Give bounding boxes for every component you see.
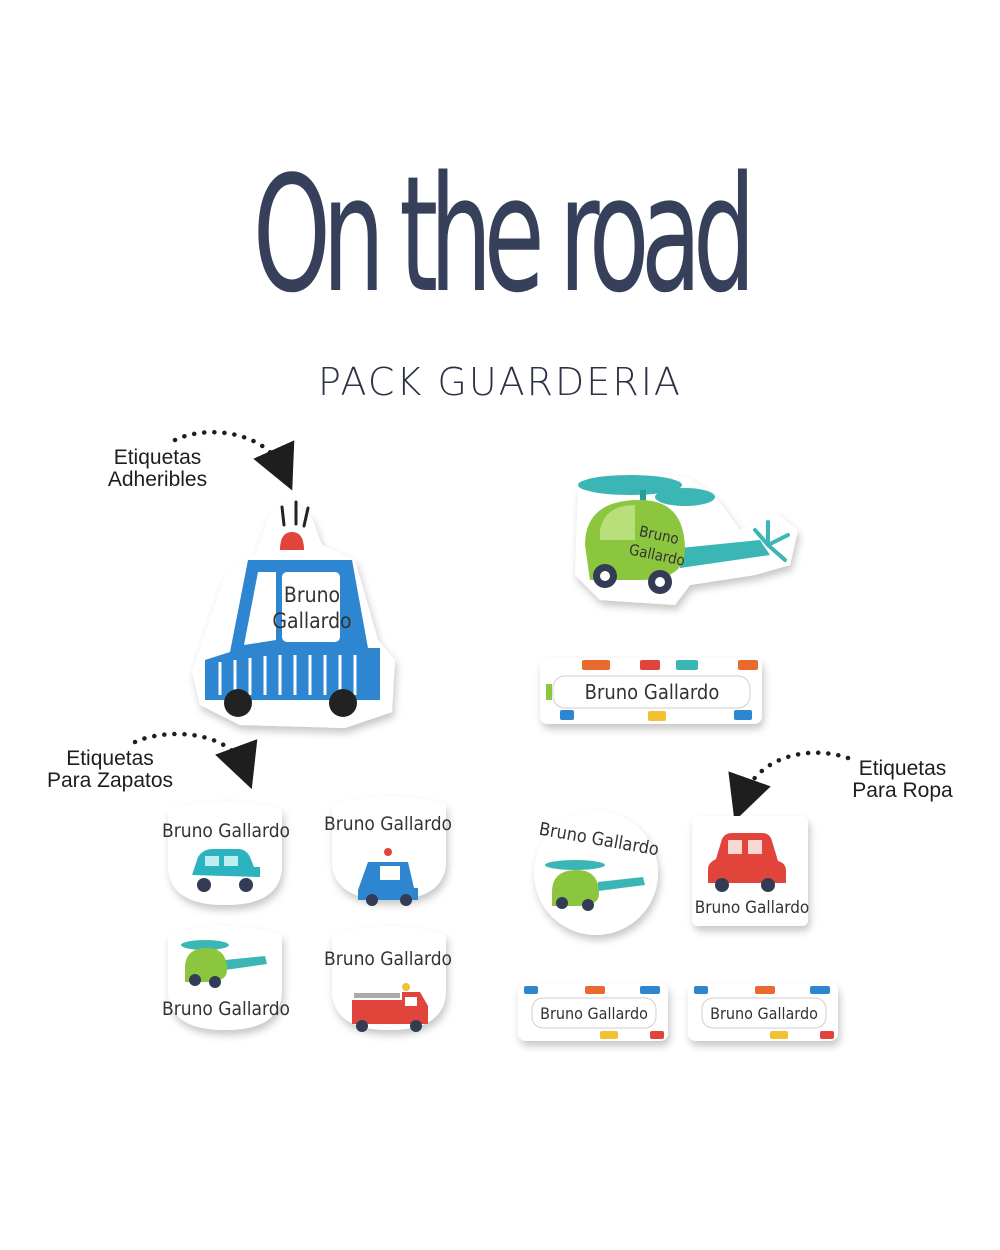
pattern-vehicles (524, 986, 834, 1039)
helicopter-icon (181, 940, 267, 988)
callout-zapatos: Etiquetas Para Zapatos (30, 748, 190, 792)
callout-adheribles-line1: Etiquetas (113, 446, 202, 469)
helicopter-icon (545, 860, 645, 911)
label-name: Bruno Gallardo (710, 1004, 818, 1023)
fire-truck-icon (352, 983, 428, 1032)
police-car-icon (358, 848, 418, 906)
car-icon (708, 833, 786, 892)
label-name: Bruno Gallardo (695, 898, 810, 918)
label-name: Bruno Gallardo (540, 1004, 648, 1023)
car-icon (192, 849, 260, 892)
police-car-icon (205, 500, 380, 717)
callout-adheribles: Etiquetas Adheribles (95, 447, 220, 491)
shoe-label (332, 796, 446, 900)
dotted-arrow-icon (172, 429, 295, 491)
callout-ropa-line1: Etiquetas (858, 757, 947, 780)
helicopter-icon (578, 475, 790, 594)
label-name: Bruno Gallardo (162, 820, 290, 842)
label-name: Bruno Gallardo (162, 998, 290, 1020)
callout-adheribles-line2: Adheribles (107, 468, 208, 491)
label-name: Bruno Gallardo (324, 948, 452, 970)
dotted-arrow-icon (728, 750, 851, 822)
callout-zapatos-line2: Para Zapatos (46, 769, 174, 792)
label-name: Bruno Gallardo (324, 813, 452, 835)
callout-ropa: Etiquetas Para Ropa (840, 758, 965, 802)
label-name: Gallardo (272, 609, 351, 633)
label-name: Bruno (284, 583, 340, 607)
callout-zapatos-line1: Etiquetas (66, 747, 154, 770)
dotted-arrow-icon (132, 731, 258, 790)
page-title: On the road (252, 141, 756, 328)
callout-ropa-line2: Para Ropa (852, 779, 953, 802)
pattern-vehicles (546, 660, 758, 721)
label-name: Bruno Gallardo (585, 680, 720, 704)
page-subtitle: PACK GUARDERIA (318, 360, 682, 404)
